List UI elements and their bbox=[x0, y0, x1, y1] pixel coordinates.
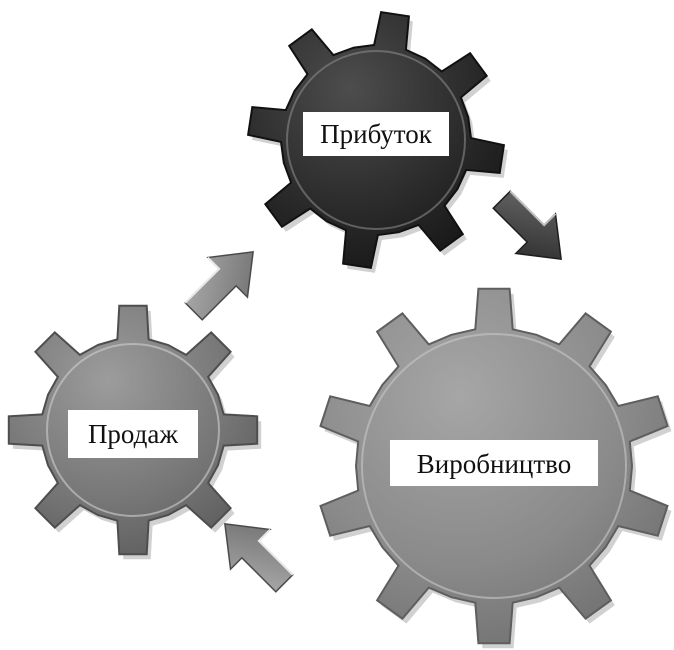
gear-sales-rim bbox=[46, 343, 220, 517]
arrow-profit-to-production bbox=[492, 190, 562, 260]
label-profit: Прибуток bbox=[303, 112, 449, 156]
gear-label-profit: Прибуток bbox=[320, 119, 433, 149]
gear-label-sales: Продаж bbox=[88, 419, 178, 449]
gear-production-rim bbox=[361, 333, 627, 599]
label-production: Виробництво bbox=[390, 440, 598, 486]
arrow-production-to-sales bbox=[224, 523, 294, 593]
label-sales: Продаж bbox=[68, 410, 198, 458]
arrow-sales-to-profit bbox=[184, 251, 254, 321]
gear-label-production: Виробництво bbox=[417, 449, 571, 479]
gear-profit-rim bbox=[286, 50, 466, 230]
